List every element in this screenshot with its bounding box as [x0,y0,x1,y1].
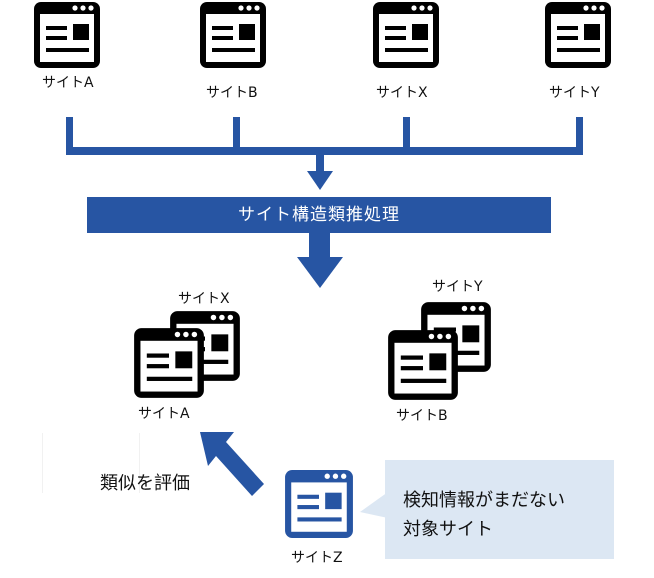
site-b-label: サイトB [206,85,258,101]
site-a-window-icon [32,0,102,70]
down-arrow-icon [307,155,333,190]
cluster1-front-label: サイトA [138,406,190,422]
process-label: サイト構造類推処理 [238,205,400,225]
cluster2-front-label: サイトB [396,408,448,424]
site-y-label: サイトY [549,85,600,101]
site-b-window-icon [198,0,268,70]
callout-pointer [360,492,388,518]
large-down-arrow-icon [297,233,343,288]
site-x-label: サイトX [376,85,428,101]
diagonal-arrow-icon [200,432,264,496]
cluster2-front-window-icon [386,328,460,402]
connector-drop-b [233,117,240,155]
cluster1-back-label: サイトX [178,291,230,307]
connector-horizontal-bar [66,147,583,155]
callout-line-2: 対象サイト [403,519,493,540]
site-y-window-icon [543,0,613,70]
site-x-window-icon [371,0,441,70]
cluster2-back-label: サイトY [432,279,483,295]
structure-inference-process-banner: サイト構造類推処理 [87,197,551,233]
site-a-label: サイトA [42,75,94,91]
callout-line-1: 検知情報がまだない [403,490,565,511]
cluster1-front-window-icon [132,326,206,400]
connector-drop-x [403,117,410,155]
callout-box: 検知情報がまだない 対象サイト [385,460,614,559]
connector-drop-y [576,117,583,155]
faint-guide-lines [42,433,140,493]
site-z-label: サイトZ [291,550,343,566]
connector-drop-a [66,117,73,155]
evaluate-similarity-label: 類似を評価 [100,473,190,494]
site-z-window-icon [283,468,355,540]
